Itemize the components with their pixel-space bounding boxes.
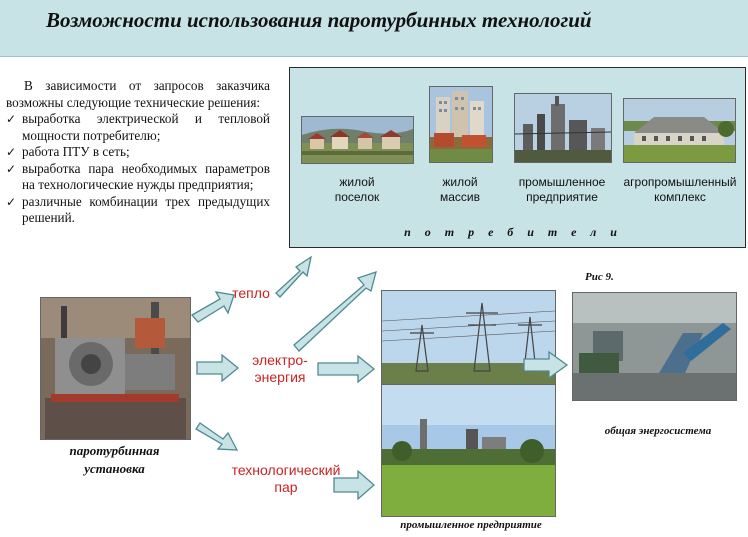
consumers-panel: жилой поселок жилой массив bbox=[289, 67, 746, 248]
consumer-apartments: жилой массив bbox=[424, 175, 496, 205]
arrow-electricity-out bbox=[196, 353, 240, 383]
enterprise-caption: промышленное предприятие bbox=[400, 519, 542, 531]
arrow-electricity-up bbox=[293, 271, 377, 352]
enterprise-photo bbox=[381, 384, 556, 517]
industrial-plant-photo bbox=[514, 93, 612, 163]
consumer-label: агропромышленный bbox=[623, 175, 737, 189]
consumer-village: жилой поселок bbox=[296, 175, 418, 205]
consumer-label: комплекс bbox=[654, 190, 706, 204]
power-lines-photo bbox=[381, 290, 556, 386]
solutions-list: выработка электрической и тепловой мощно… bbox=[6, 111, 270, 227]
consumer-label: поселок bbox=[334, 190, 380, 204]
consumer-label: массив bbox=[439, 190, 480, 204]
caption-line: установка bbox=[84, 461, 145, 476]
village-photo bbox=[301, 116, 414, 164]
intro-lead: В зависимости от запросов заказчика возм… bbox=[6, 78, 270, 110]
consumers-label: потребители bbox=[404, 225, 631, 239]
consumer-label: жилой bbox=[442, 175, 478, 189]
caption-line: паротурбинная bbox=[69, 443, 160, 458]
list-item: работа ПТУ в сеть; bbox=[6, 144, 270, 161]
flow-steam-line: технологический bbox=[231, 462, 341, 478]
steam-turbine-photo bbox=[40, 297, 191, 440]
flow-steam-line: пар bbox=[274, 479, 298, 495]
turbine-caption: паротурбинная установка bbox=[40, 442, 189, 478]
intro-text: В зависимости от запросов заказчика возм… bbox=[6, 78, 270, 227]
consumer-agro: агропромышленный комплекс bbox=[616, 175, 744, 205]
consumer-label: предприятие bbox=[526, 190, 598, 204]
arrow-heat-up bbox=[275, 255, 312, 298]
figure-label: Рис 9. bbox=[585, 271, 614, 283]
flow-electricity-line: энергия bbox=[254, 369, 306, 385]
consumer-label: жилой bbox=[339, 175, 375, 189]
grid-caption: общая энергосистема bbox=[604, 425, 712, 437]
consumer-industrial: промышленное предприятие bbox=[506, 175, 618, 205]
flow-heat-label: тепло bbox=[232, 285, 270, 301]
arrow-steam-out bbox=[195, 422, 239, 451]
title-bar: Возможности использования паротурбинных … bbox=[0, 0, 748, 57]
flow-electricity-line: электро- bbox=[252, 352, 308, 368]
energy-grid-photo bbox=[572, 292, 737, 401]
list-item: выработка пара необходимых параметров на… bbox=[6, 161, 270, 194]
list-item: выработка электрической и тепловой мощно… bbox=[6, 111, 270, 144]
agro-complex-photo bbox=[623, 98, 736, 163]
consumer-label: промышленное bbox=[518, 175, 606, 189]
apartment-block-photo bbox=[429, 86, 493, 163]
arrow-electricity-right bbox=[317, 354, 376, 384]
flow-steam-label: технологический пар bbox=[220, 462, 352, 496]
flow-electricity-label: электро- энергия bbox=[240, 352, 320, 386]
list-item: различные комбинации трех предыдущих реш… bbox=[6, 194, 270, 227]
page-title: Возможности использования паротурбинных … bbox=[46, 8, 592, 32]
